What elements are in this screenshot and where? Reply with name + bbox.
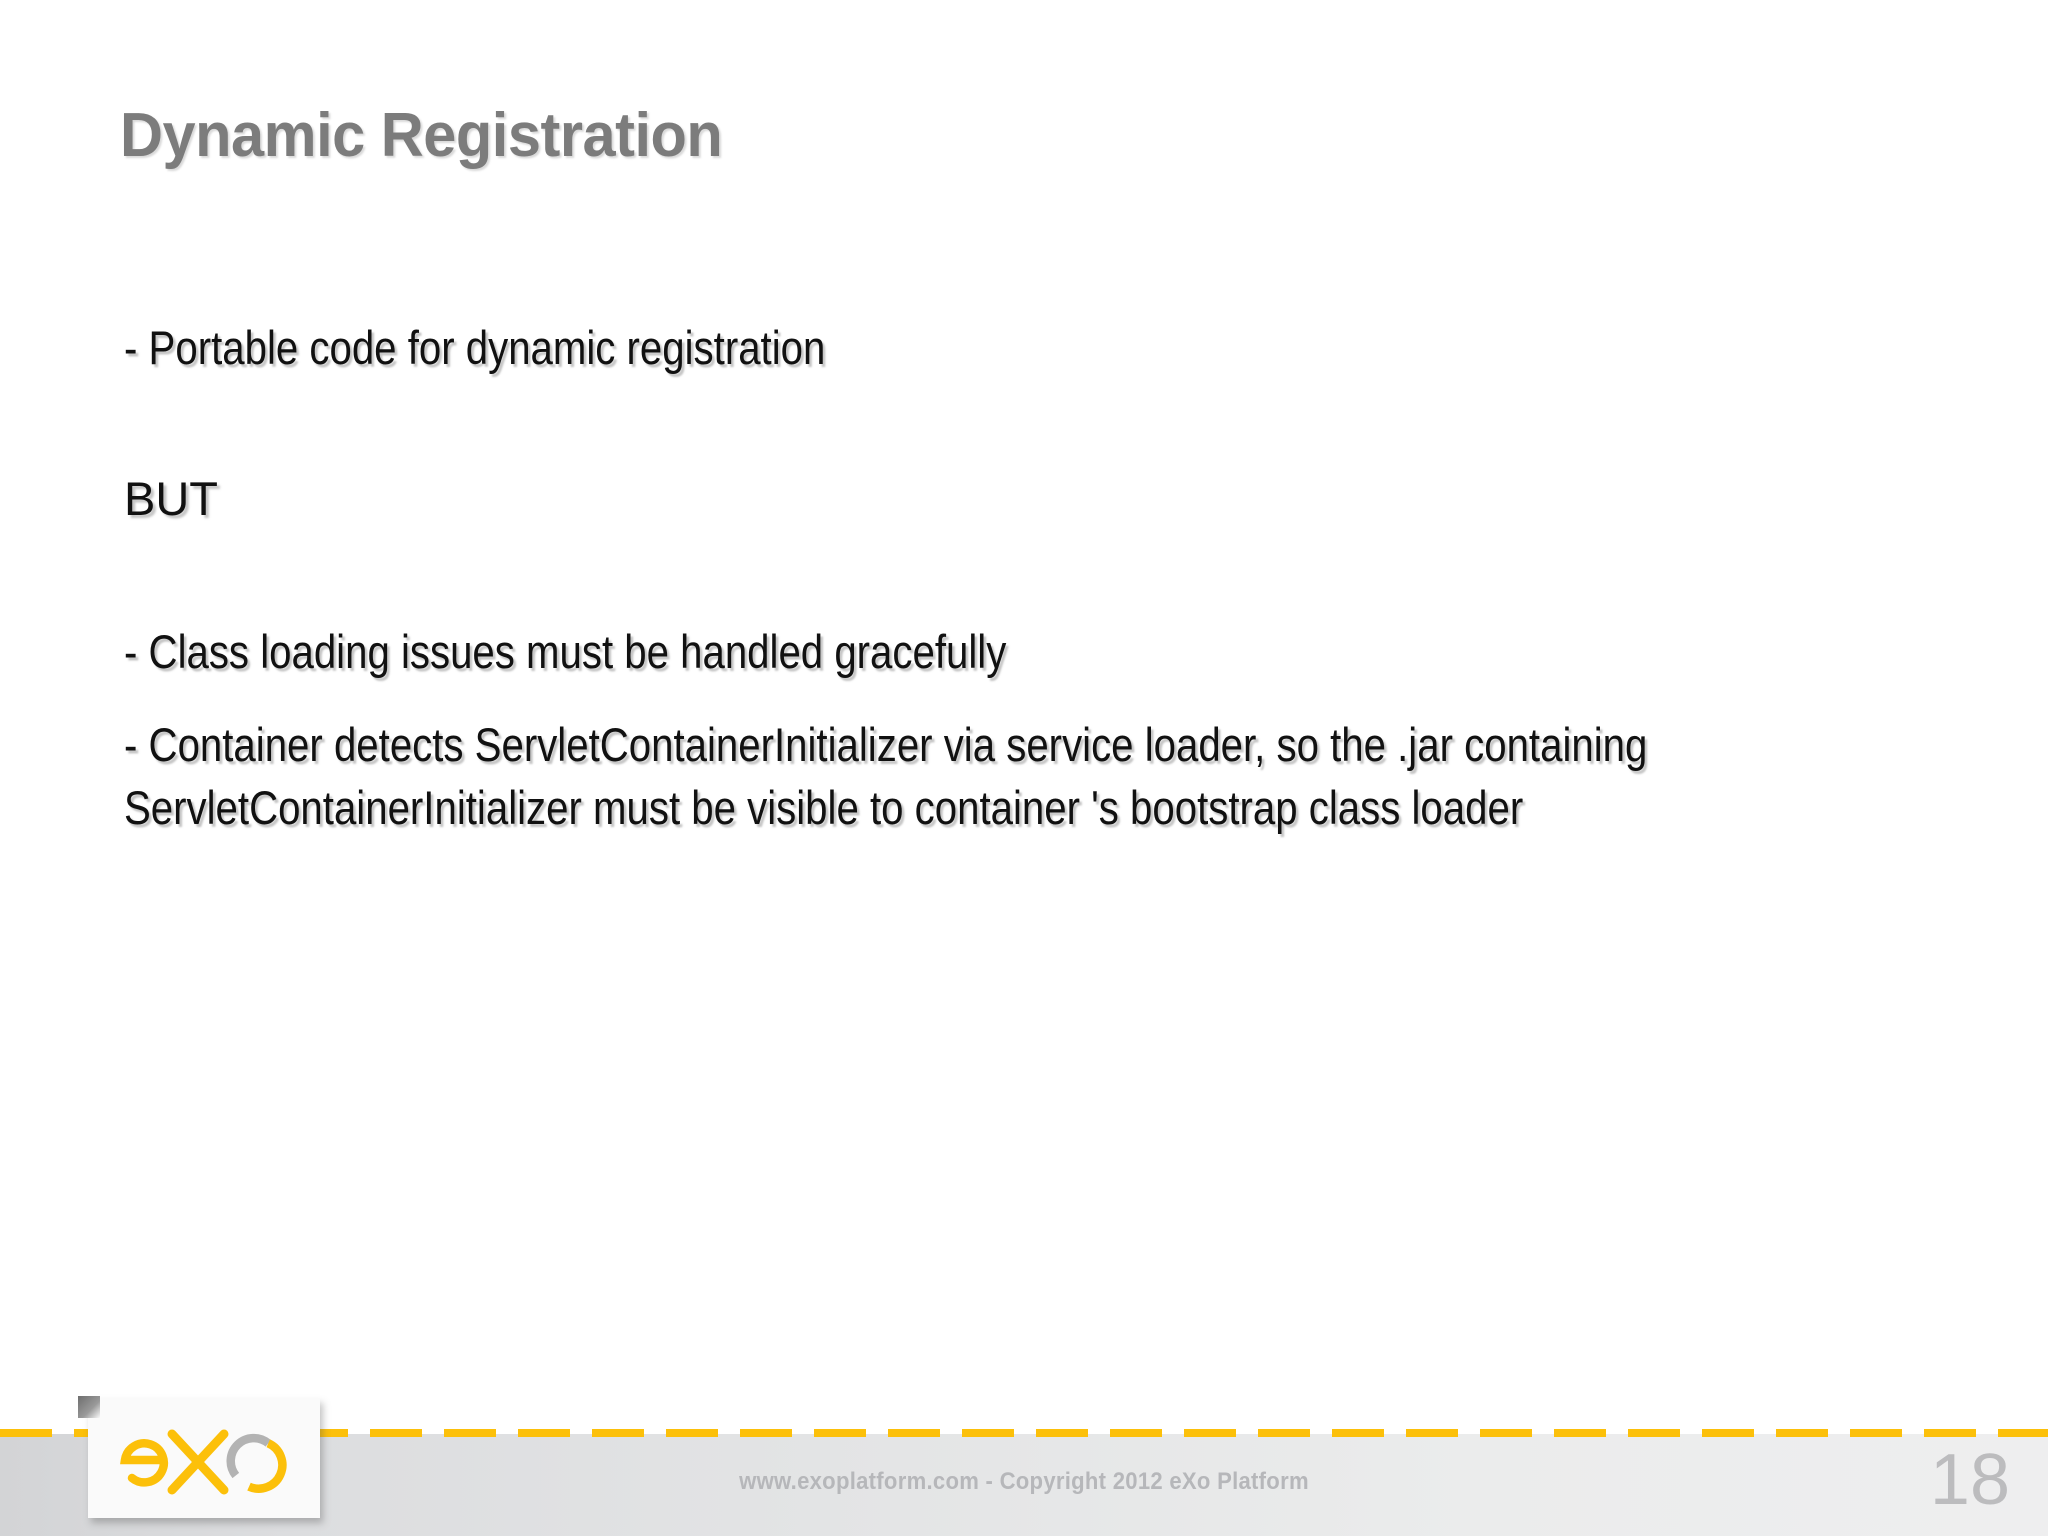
slide-body: - Portable code for dynamic registration…	[124, 316, 1964, 839]
footer-band	[0, 1434, 2048, 1536]
exo-logo-icon	[120, 1429, 287, 1495]
body-spacer	[124, 683, 1964, 713]
conjunction-but: BUT	[124, 472, 218, 525]
page-number: 18	[1929, 1440, 2010, 1520]
page-title: Dynamic Registration	[120, 100, 723, 170]
body-spacer	[124, 530, 1964, 620]
bullet-class-loading: - Class loading issues must be handled g…	[124, 625, 1007, 678]
bullet-container-detects: - Container detects ServletContainerInit…	[124, 718, 1648, 834]
exo-logo-card	[78, 1396, 320, 1518]
footer-dashed-rule-icon	[0, 1429, 2048, 1437]
slide-footer: www.exoplatform.com - Copyright 2012 eXo…	[0, 1396, 2048, 1536]
footer-copyright: www.exoplatform.com - Copyright 2012 eXo…	[739, 1468, 1309, 1495]
bullet-portable-code: - Portable code for dynamic registration	[124, 321, 826, 374]
body-spacer	[124, 379, 1964, 467]
